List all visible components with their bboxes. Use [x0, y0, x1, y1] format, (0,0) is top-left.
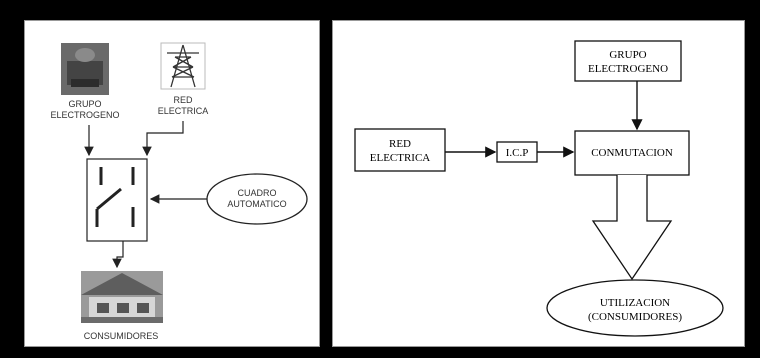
left-diagram-panel: GRUPO ELECTROGENO RED ELECTRICA [24, 20, 320, 347]
generator-node: GRUPO ELECTROGENO [575, 41, 681, 81]
generator-photo-icon [61, 43, 109, 95]
grid-label-line2: ELECTRICA [158, 106, 209, 116]
grid-label-line1: RED [173, 95, 193, 105]
grid-to-switch-arrow [147, 121, 183, 155]
icp-node: I.C.P [497, 142, 537, 162]
left-diagram-svg: GRUPO ELECTROGENO RED ELECTRICA [25, 21, 321, 348]
icp-label: I.C.P [506, 147, 529, 159]
automatic-panel-label-line2: AUTOMATICO [227, 199, 286, 209]
grid-node: RED ELECTRICA [355, 129, 445, 171]
switching-to-usage-arrow [593, 175, 671, 279]
grid-node-line1: RED [389, 138, 411, 150]
automatic-panel-label-line1: CUADRO [237, 188, 276, 198]
consumers-label: CONSUMIDORES [84, 331, 159, 341]
grid-node-line2: ELECTRICA [370, 152, 431, 164]
transfer-switch-icon [87, 159, 147, 241]
switch-to-consumers-arrow [117, 241, 123, 267]
generator-label-line1: GRUPO [68, 99, 101, 109]
generator-node-line2: ELECTROGENO [588, 63, 668, 75]
usage-node: UTILIZACION (CONSUMIDORES) [547, 280, 723, 336]
automatic-panel-node: CUADRO AUTOMATICO [207, 174, 307, 224]
usage-label-line1: UTILIZACION [600, 297, 670, 309]
generator-node-line1: GRUPO [609, 49, 646, 61]
switching-label: CONMUTACION [591, 147, 673, 159]
switching-node: CONMUTACION [575, 131, 689, 175]
right-diagram-svg: GRUPO ELECTROGENO RED ELECTRICA I.C.P CO… [333, 21, 746, 348]
house-photo-icon [81, 271, 163, 323]
generator-label-line2: ELECTROGENO [50, 110, 119, 120]
transmission-tower-icon [161, 43, 205, 89]
right-diagram-panel: GRUPO ELECTROGENO RED ELECTRICA I.C.P CO… [332, 20, 745, 347]
usage-label-line2: (CONSUMIDORES) [588, 311, 682, 323]
